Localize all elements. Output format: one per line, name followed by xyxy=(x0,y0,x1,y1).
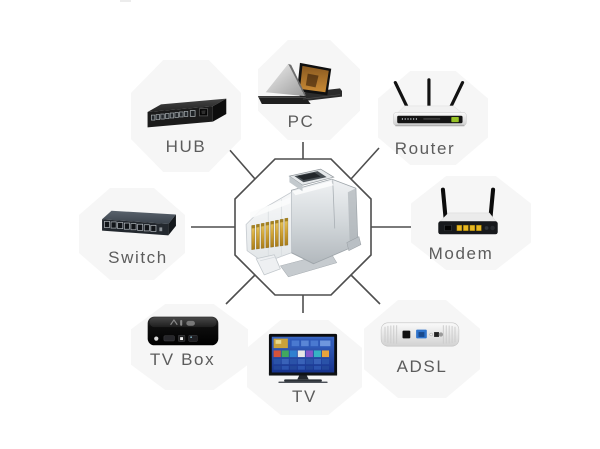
center-octagon-outline xyxy=(234,158,372,296)
node-tv: TV xyxy=(247,320,362,415)
tv-box-device-icon xyxy=(147,316,219,346)
modem-label: Modem xyxy=(428,244,494,263)
node-pc: PC xyxy=(257,40,360,140)
adsl-label: ADSL xyxy=(396,357,448,376)
node-hub: HUB xyxy=(131,60,241,172)
switch-device-icon xyxy=(102,210,176,236)
node-tvbox: TV Box xyxy=(131,304,248,390)
hub-device-icon xyxy=(147,98,227,128)
crop-artifact xyxy=(120,0,131,2)
pc-device-icon xyxy=(257,62,342,104)
tv-device-icon xyxy=(268,333,338,383)
node-modem: Modem xyxy=(411,176,531,270)
switch-label: Switch xyxy=(108,248,168,267)
adsl-tile-background xyxy=(364,300,480,398)
line-adsl xyxy=(350,274,381,305)
line-router xyxy=(350,147,380,180)
line-tvbox xyxy=(225,274,256,305)
tvbox-label: TV Box xyxy=(149,350,216,369)
node-router: Router xyxy=(378,71,488,165)
node-switch: Switch xyxy=(79,188,185,280)
router-label: Router xyxy=(394,139,456,158)
tv-label: TV xyxy=(292,387,317,406)
router-device-icon xyxy=(393,78,467,127)
node-adsl: ADSL xyxy=(364,300,480,398)
pc-label: PC xyxy=(287,112,315,131)
hub-label: HUB xyxy=(165,137,207,156)
modem-device-icon xyxy=(438,187,498,235)
center-node xyxy=(234,166,370,282)
line-hub xyxy=(227,147,256,180)
rj45-connector-icon xyxy=(245,168,362,278)
adsl-device-icon xyxy=(380,322,460,347)
